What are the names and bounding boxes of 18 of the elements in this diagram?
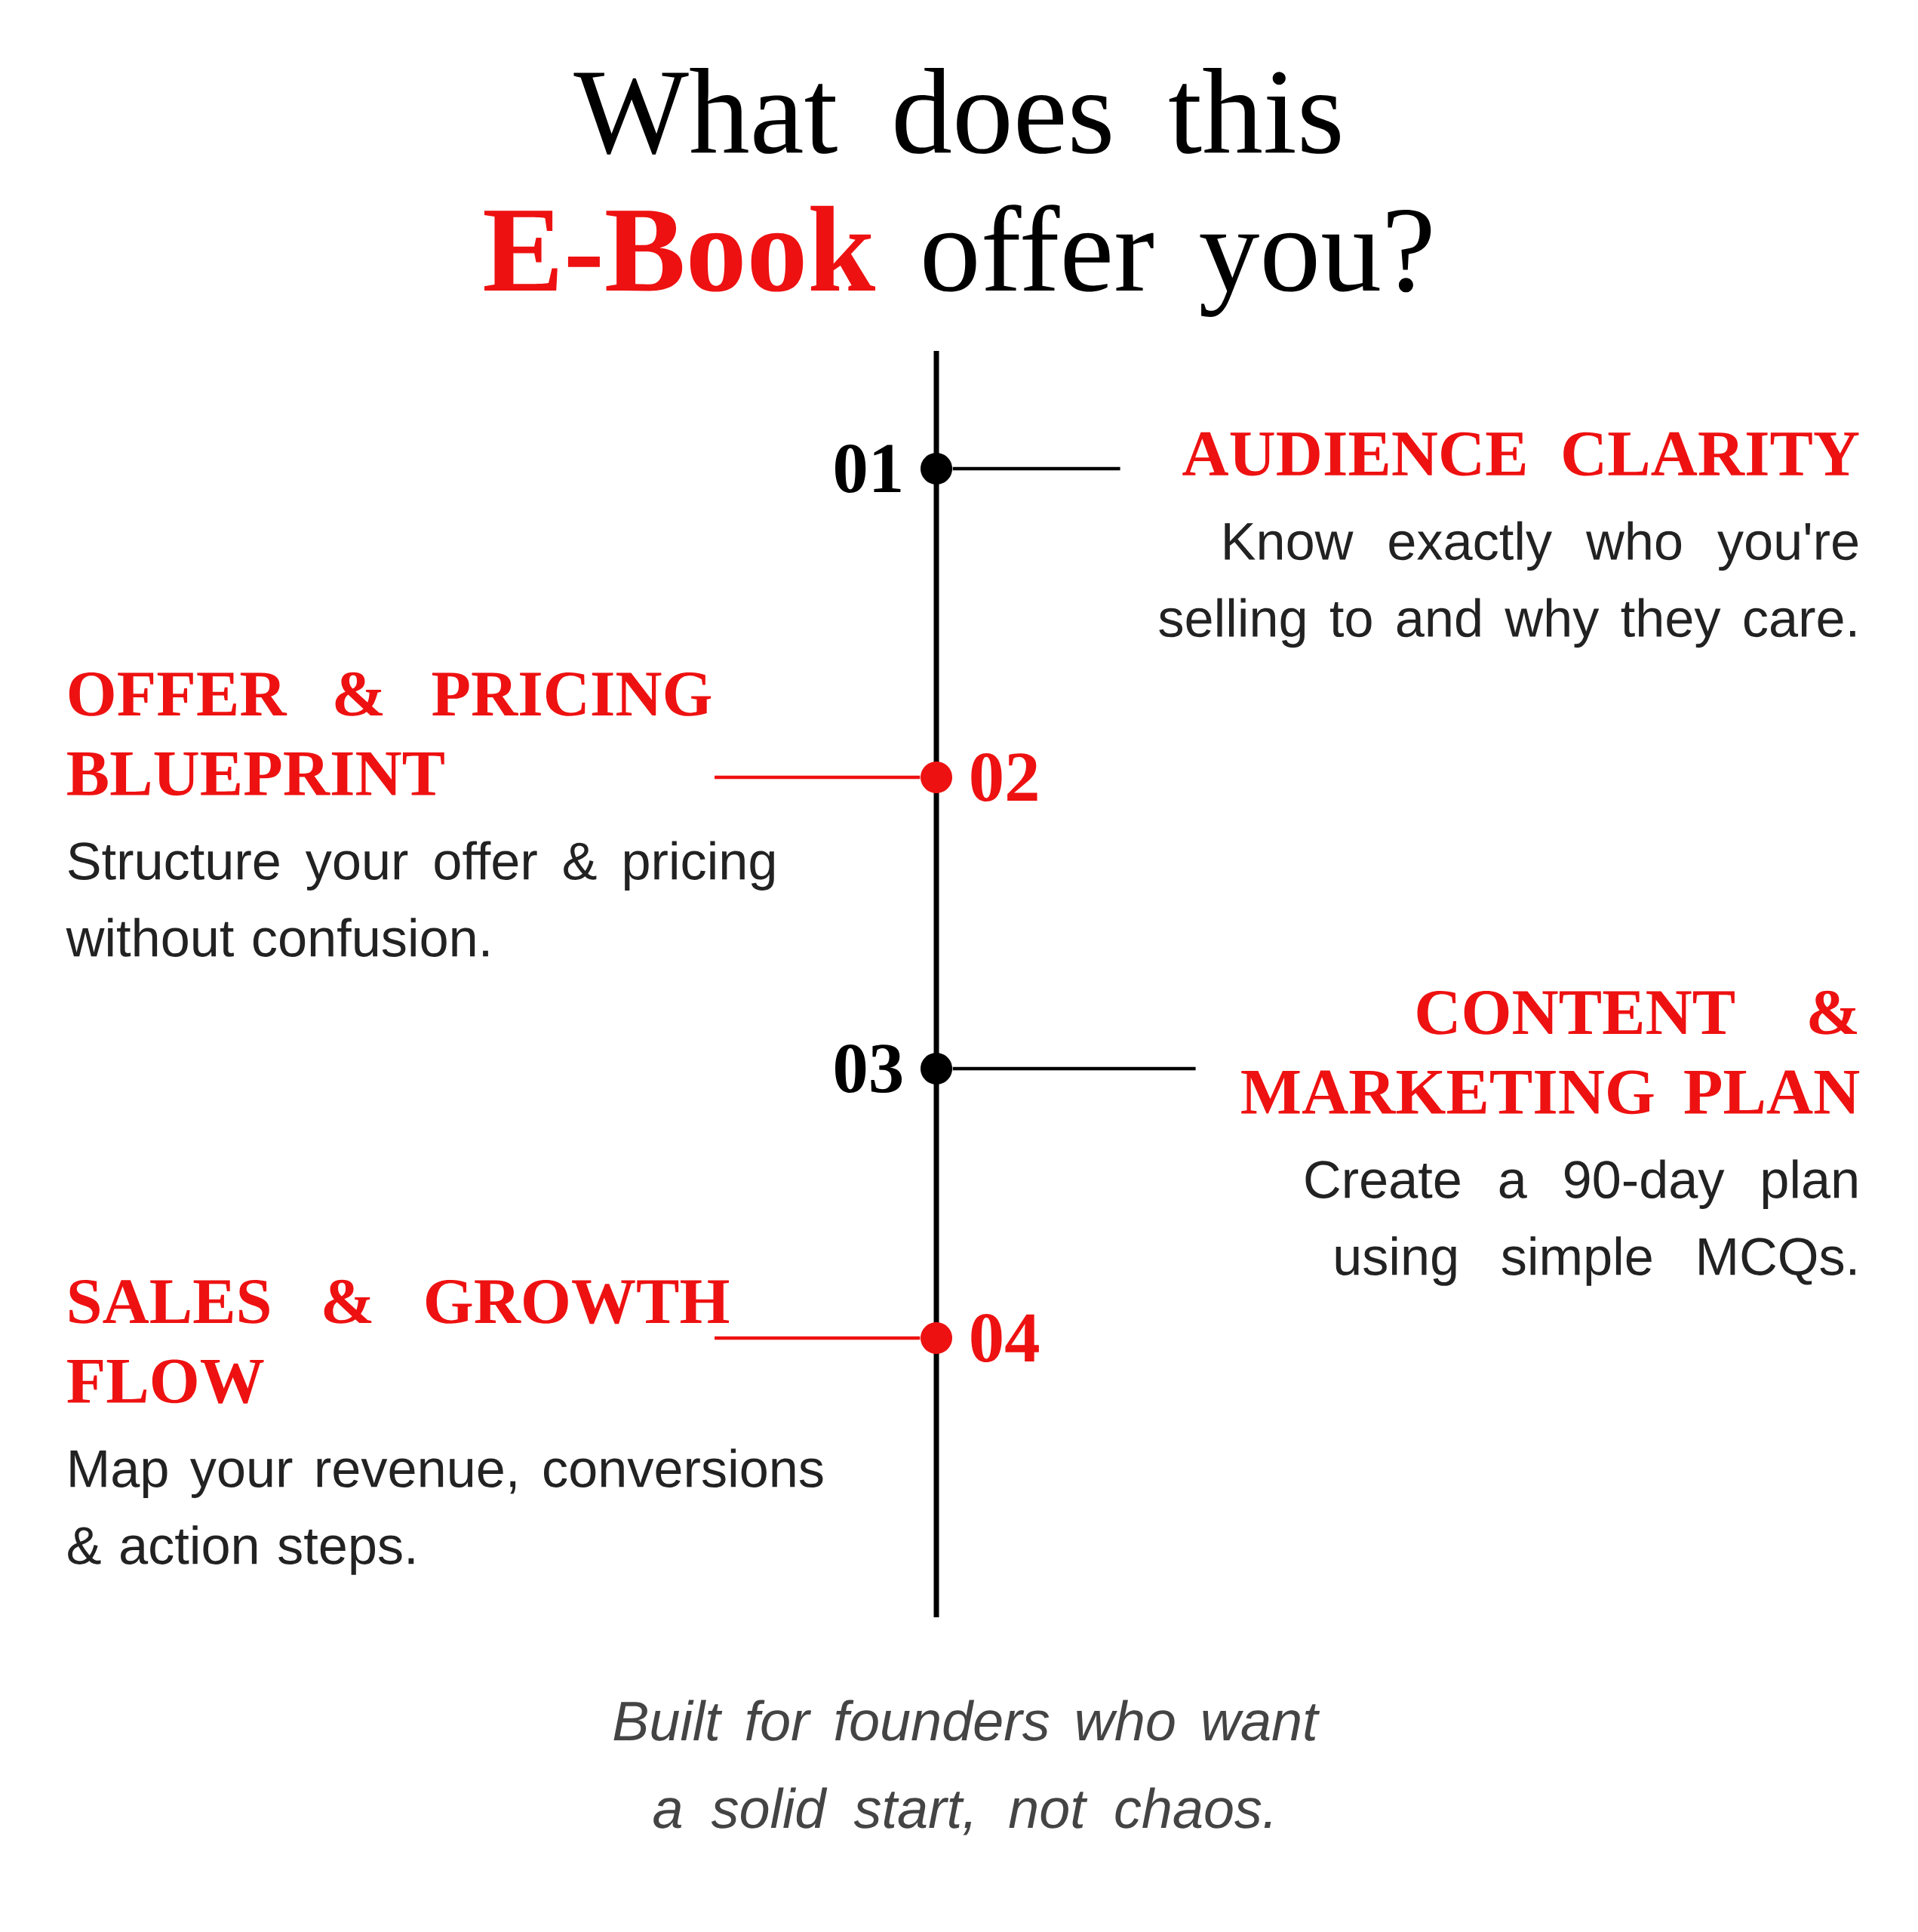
- feature-text: AUDIENCE CLARITY Know exactly who you're selling to and why they care.: [1159, 432, 1859, 648]
- feature-text: CONTENT & MARKETING PLAN Create a 90-day plan using simple MCQs.: [1241, 990, 1860, 1286]
- timeline-dot: [921, 1053, 952, 1084]
- connector-line: [715, 1336, 921, 1340]
- timeline-dot: [921, 1322, 952, 1354]
- feature-text: SALES & GROWTH FLOW Map your revenue, conversions & action steps.: [67, 1279, 823, 1575]
- step-number: 04: [971, 1313, 1039, 1362]
- caption: Built for founders who want a solid start, not chaos.: [613, 1700, 1320, 1835]
- step-number: 01: [835, 444, 901, 493]
- connector-line: [952, 466, 1120, 471]
- connector-line: [715, 775, 921, 780]
- feature-text: OFFER & PRICING BLUEPRINT Structure your offer & pricing without confusion.: [66, 672, 774, 957]
- step-number: 02: [971, 752, 1037, 801]
- connector-line: [952, 1066, 1196, 1071]
- timeline-dot: [921, 761, 952, 793]
- timeline-dot: [921, 453, 952, 485]
- title: What does this E-Book offer you?: [484, 68, 1431, 317]
- step-number: 03: [835, 1044, 902, 1093]
